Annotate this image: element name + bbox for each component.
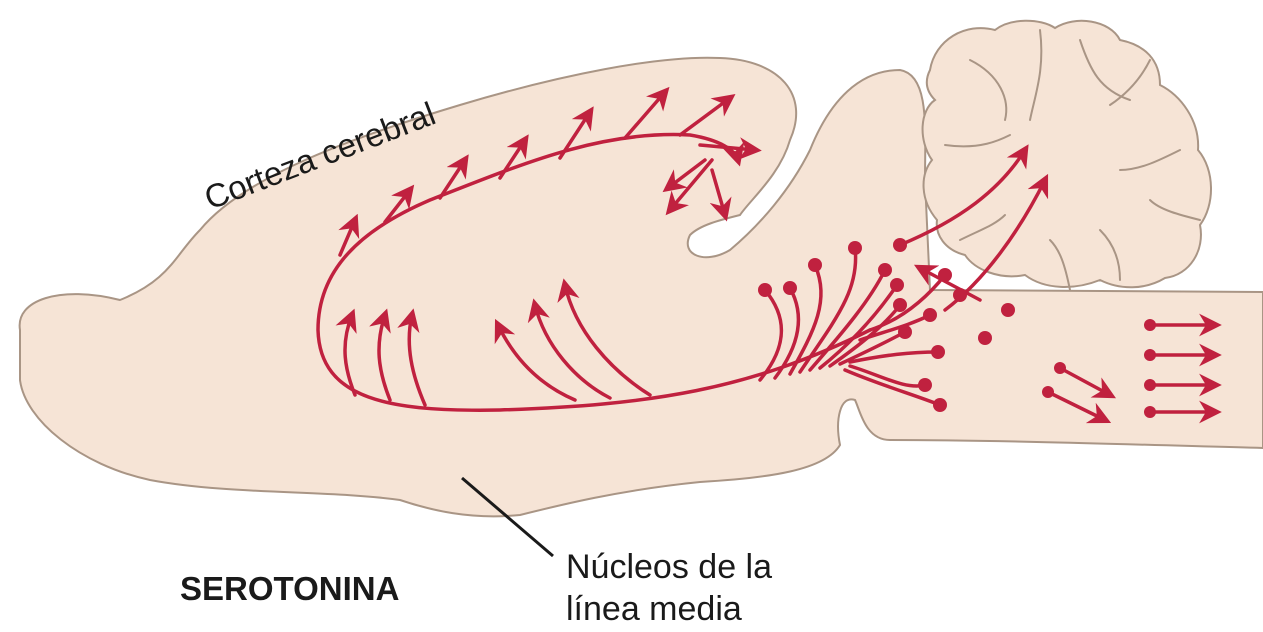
diagram-title: SEROTONINA — [180, 570, 399, 607]
cerebellum — [923, 21, 1211, 288]
nuclei-label-line1: Núcleos de la — [566, 548, 772, 586]
nuclei-label-line2: línea media — [566, 590, 742, 628]
